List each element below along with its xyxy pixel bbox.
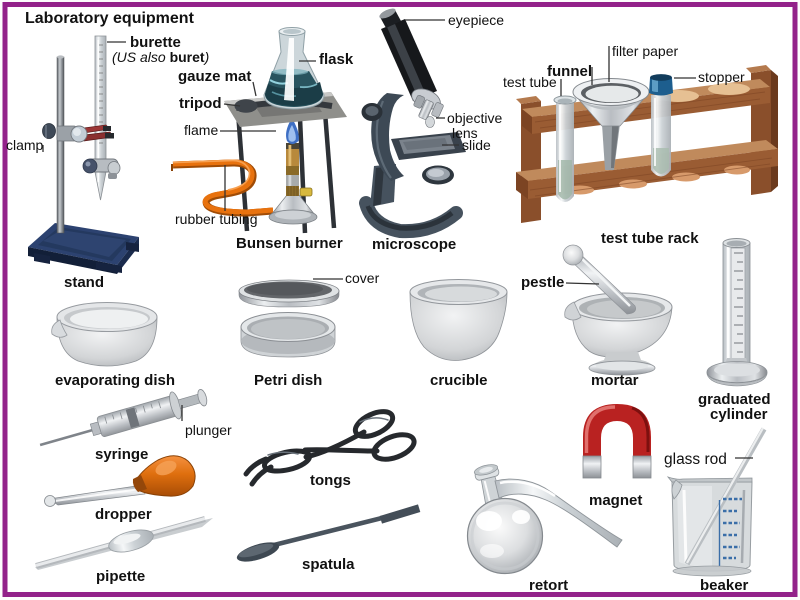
svg-text:graduated: graduated bbox=[698, 391, 771, 408]
svg-text:retort: retort bbox=[529, 577, 568, 594]
svg-text:syringe: syringe bbox=[95, 446, 148, 463]
svg-text:flame: flame bbox=[184, 122, 218, 138]
svg-text:mortar: mortar bbox=[591, 372, 639, 389]
svg-text:gauze mat: gauze mat bbox=[178, 68, 251, 85]
svg-text:Bunsen burner: Bunsen burner bbox=[236, 235, 343, 252]
svg-text:evaporating dish: evaporating dish bbox=[55, 372, 175, 389]
svg-text:tripod: tripod bbox=[179, 95, 222, 112]
svg-text:flask: flask bbox=[319, 51, 354, 68]
svg-text:dropper: dropper bbox=[95, 506, 152, 523]
svg-text:test tube: test tube bbox=[503, 74, 557, 90]
svg-text:pipette: pipette bbox=[96, 568, 145, 585]
svg-text:eyepiece: eyepiece bbox=[448, 12, 504, 28]
svg-text:lens: lens bbox=[452, 125, 478, 141]
svg-text:slide: slide bbox=[462, 137, 491, 153]
svg-text:filter paper: filter paper bbox=[612, 43, 678, 59]
svg-text:tongs: tongs bbox=[310, 472, 351, 489]
svg-text:spatula: spatula bbox=[302, 556, 355, 573]
svg-text:cylinder: cylinder bbox=[710, 406, 768, 423]
svg-text:objective: objective bbox=[447, 110, 502, 126]
svg-text:crucible: crucible bbox=[430, 372, 488, 389]
svg-text:Laboratory equipment: Laboratory equipment bbox=[25, 10, 195, 27]
svg-text:plunger: plunger bbox=[185, 422, 232, 438]
svg-text:clamp: clamp bbox=[6, 137, 44, 153]
svg-text:beaker: beaker bbox=[700, 577, 749, 594]
svg-text:Petri dish: Petri dish bbox=[254, 372, 322, 389]
svg-text:burette: burette bbox=[130, 34, 181, 51]
svg-text:microscope: microscope bbox=[372, 236, 456, 253]
svg-text:pestle: pestle bbox=[521, 274, 564, 291]
svg-text:(US also buret): (US also buret) bbox=[112, 49, 209, 65]
svg-text:cover: cover bbox=[345, 270, 380, 286]
svg-text:stand: stand bbox=[64, 274, 104, 291]
svg-text:rubber tubing: rubber tubing bbox=[175, 211, 258, 227]
svg-text:glass rod: glass rod bbox=[664, 451, 727, 468]
svg-text:magnet: magnet bbox=[589, 492, 642, 509]
svg-text:test tube rack: test tube rack bbox=[601, 230, 699, 247]
svg-text:stopper: stopper bbox=[698, 69, 745, 85]
svg-text:funnel: funnel bbox=[547, 63, 592, 80]
